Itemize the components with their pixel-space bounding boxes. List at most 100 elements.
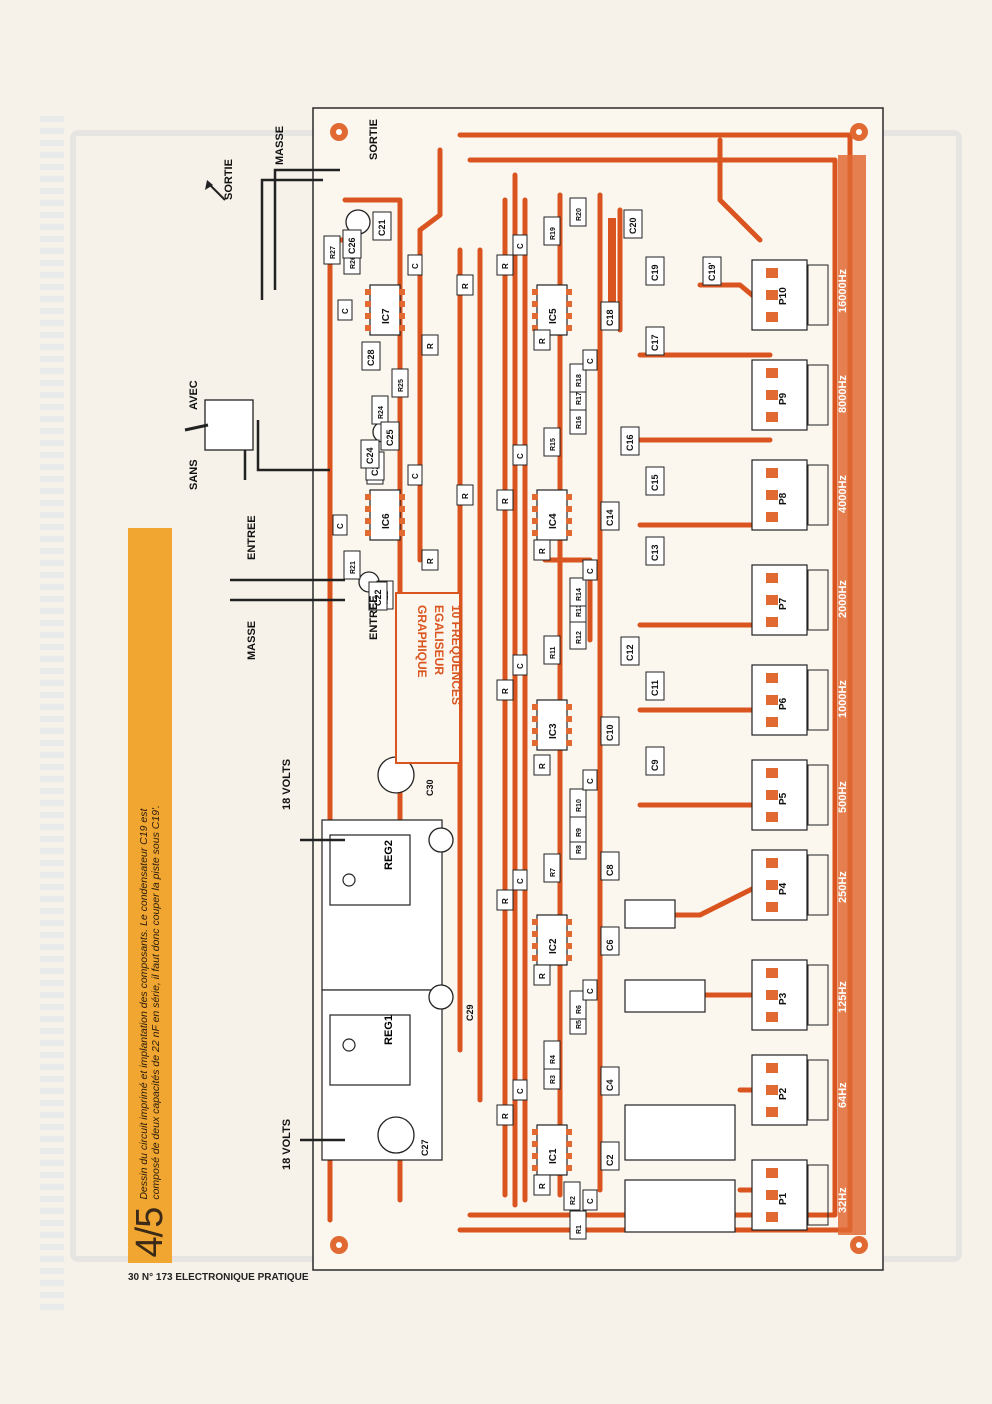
capacitor-c25: C25 <box>380 421 400 451</box>
freq-label-1: 64Hz <box>837 1082 849 1108</box>
capacitor-label-c14: C14 <box>605 509 615 526</box>
capacitor-generic-label: C <box>411 263 420 269</box>
capacitor-label-c8: C8 <box>605 864 615 876</box>
title-line-1: 10 FREQUENCES <box>449 605 463 705</box>
resistor-generic: R <box>496 254 514 276</box>
capacitor-generic-label: C <box>411 473 420 479</box>
resistor-label-r7: R7 <box>550 868 557 877</box>
resistors: R1R2R3R4R5R6R7R8R9R10R11R12R13R14R15R16R… <box>323 197 587 1240</box>
capacitor-generic: C <box>512 444 528 466</box>
capacitor-c11: C11 <box>645 671 665 701</box>
resistor-r18: R18 <box>569 363 587 393</box>
resistor-label-r5: R5 <box>576 1020 583 1029</box>
resistor-label-r19: R19 <box>550 227 557 240</box>
capacitor-c12: C12 <box>620 636 640 666</box>
ic-ic7: IC7 <box>365 284 405 336</box>
capacitor-generic-label: C <box>516 663 525 669</box>
resistor-r2: R2 <box>563 1181 581 1211</box>
resistor-generic: R <box>533 329 551 351</box>
capacitor-label-c10: C10 <box>605 724 615 741</box>
capacitor-generic: C <box>512 869 528 891</box>
ic-ic2: IC2 <box>532 914 572 966</box>
resistor-label-r3: R3 <box>550 1075 557 1084</box>
resistor-generic: R <box>496 489 514 511</box>
pot-p8: P8 <box>751 459 829 531</box>
resistor-generic: R <box>421 549 439 571</box>
pot-label-p8: P8 <box>778 492 789 505</box>
capacitor-generic-label: C <box>586 568 595 574</box>
capacitor-c13: C13 <box>645 536 665 566</box>
capacitor-label-c16: C16 <box>625 434 635 451</box>
pot-p9: P9 <box>751 359 829 431</box>
capacitor-label-c11: C11 <box>650 680 660 696</box>
resistor-generic-label: R <box>461 493 470 499</box>
capacitor-c28: C28 <box>361 341 381 371</box>
ic-ic5: IC5 <box>532 284 572 336</box>
ground-strip <box>608 218 616 328</box>
capacitor-generic: C <box>337 299 353 321</box>
resistor-r19: R19 <box>543 216 561 246</box>
capacitor-label-c6: C6 <box>605 939 615 951</box>
capacitor-generic: C <box>582 349 598 371</box>
resistor-generic-label: R <box>501 498 510 504</box>
capacitor-generic: C <box>332 514 348 536</box>
mounting-holes <box>330 123 868 1254</box>
resistor-generic-label: R <box>538 1183 547 1189</box>
capacitor-label-c26: C26 <box>347 237 357 254</box>
freq-label-9: 16000Hz <box>837 268 849 313</box>
switch-body <box>204 399 254 451</box>
capacitor-c8: C8 <box>600 851 620 881</box>
freq-label-2: 125Hz <box>837 981 849 1013</box>
capacitor-c19p: C19' <box>702 256 722 286</box>
resistor-generic-label: R <box>501 688 510 694</box>
resistor-generic: R <box>456 274 474 296</box>
capacitor-label-c13: C13 <box>650 544 660 561</box>
capacitor-c14: C14 <box>600 501 620 531</box>
capacitor-c18: C18 <box>600 301 620 331</box>
freq-label-8: 8000Hz <box>837 375 849 413</box>
freq-label-6: 2000Hz <box>837 580 849 618</box>
capacitor-c4: C4 <box>600 1066 620 1096</box>
resistor-generic-label: R <box>501 898 510 904</box>
reg2-label: REG2 <box>383 840 395 870</box>
pot-p3: P3 <box>751 959 829 1031</box>
resistor-label-r12: R12 <box>576 631 583 644</box>
capacitor-c15: C15 <box>645 466 665 496</box>
resistor-generic-label: R <box>538 548 547 554</box>
resistor-label-r13: R13 <box>576 604 583 617</box>
resistor-label-r6: R6 <box>576 1005 583 1014</box>
ic-label-ic3: IC3 <box>548 723 559 739</box>
ic-ic6: IC6 <box>365 489 405 541</box>
resistor-generic: R <box>421 334 439 356</box>
freq-label-4: 500Hz <box>837 781 849 813</box>
pot-label-p4: P4 <box>778 882 789 895</box>
sortie-ext-label: SORTIE <box>223 159 235 200</box>
resistor-r15: R15 <box>543 427 561 457</box>
resistor-r1: R1 <box>569 1210 587 1240</box>
capacitor-label-c19: C19 <box>650 264 660 281</box>
capacitor-label-c29: C29 <box>465 1004 475 1021</box>
capacitor-c20: C20 <box>623 209 643 239</box>
ic-label-ic4: IC4 <box>548 513 559 529</box>
resistor-r14: R14 <box>569 577 587 607</box>
sortie-arrow <box>209 184 226 201</box>
freq-label-5: 1000Hz <box>837 680 849 718</box>
capacitor-label-c25: C25 <box>385 429 395 446</box>
pot-label-p6: P6 <box>778 697 789 710</box>
capacitor-c24: C24 <box>360 439 380 469</box>
resistor-r25: R25 <box>391 368 409 398</box>
capacitor-label-c21: C21 <box>377 219 387 236</box>
resistor-label-r15: R15 <box>550 438 557 451</box>
capacitor-c26: C26 <box>342 229 362 259</box>
capacitor-c2: C2 <box>600 1141 620 1171</box>
capacitor-c19: C19 <box>645 256 665 286</box>
resistor-generic-label: R <box>461 283 470 289</box>
capacitor-generic-label: C <box>516 453 525 459</box>
capacitor-c30: C30 <box>425 779 435 796</box>
resistor-generic: R <box>533 1174 551 1196</box>
caption-line-2: composé de deux capacités de 22 nF en sé… <box>150 804 162 1200</box>
resistor-generic: R <box>533 964 551 986</box>
ic-ic3: IC3 <box>532 699 572 751</box>
resistor-label-r2: R2 <box>570 1196 577 1205</box>
pot-label-p9: P9 <box>778 392 789 405</box>
